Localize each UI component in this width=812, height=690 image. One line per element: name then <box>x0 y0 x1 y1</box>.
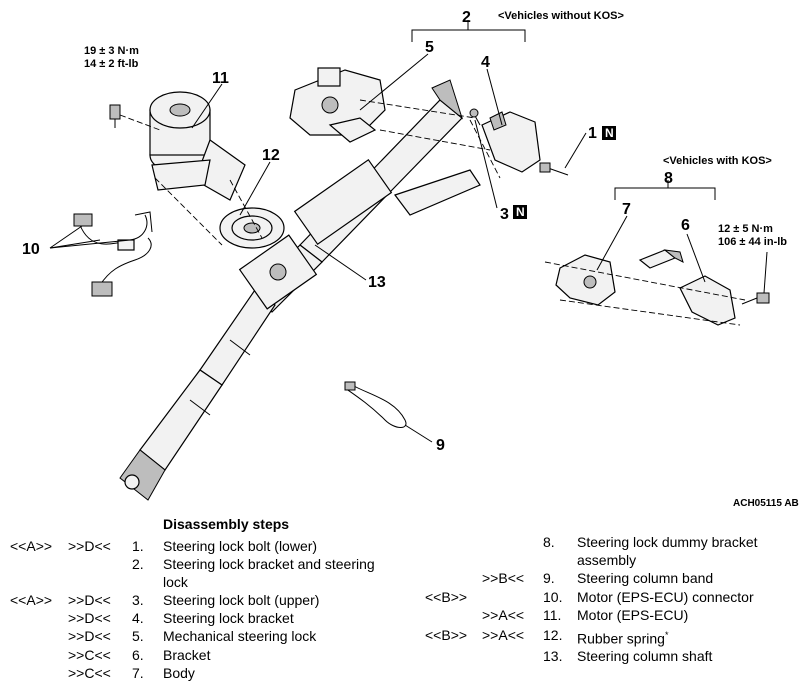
step-row: 8. Steering lock dummy bracket assembly <box>0 533 812 569</box>
callout-1-n-badge <box>602 126 616 140</box>
torque-right-nm: 12 ± 5 N·m <box>718 223 773 235</box>
step-text-footnote-mark: * <box>664 630 669 640</box>
step-row: <<A>> >>D<< 3. Steering lock bolt (upper… <box>0 591 410 609</box>
step-row: <<B>> >>A<< 12. Rubber spring* <box>0 626 812 647</box>
callout-8: 8 <box>664 170 673 187</box>
step-code-b: >>A<< <box>482 607 525 623</box>
step-code-b: >>D<< <box>68 628 111 644</box>
steering-lock-bracket <box>481 111 541 173</box>
step-code-b: >>C<< <box>68 665 111 681</box>
steering-column-band <box>344 381 407 428</box>
leader-lines <box>49 53 768 443</box>
callout-3-n-badge <box>513 205 527 219</box>
step-code-a: <<B>> <box>425 589 468 605</box>
step-text: Steering lock dummy bracket assembly <box>577 534 758 568</box>
step-code-a: <<A>> <box>10 592 53 608</box>
kos-bracket <box>679 275 736 326</box>
rubber-spring <box>219 207 285 249</box>
step-row: <<B>> 10. Motor (EPS-ECU) connector <box>0 588 812 606</box>
callout-12: 12 <box>262 147 280 164</box>
figure-id: ACH05115 AB <box>733 498 799 509</box>
callout-11: 11 <box>212 70 229 87</box>
exploded-view-diagram: 2 5 4 11 1 N 12 8 3 N 7 6 10 13 9 <Vehic… <box>22 9 787 501</box>
step-row: >>D<< 5. Mechanical steering lock <box>0 627 410 645</box>
steering-lock-bolt-upper <box>469 108 481 126</box>
callout-9: 9 <box>436 437 445 454</box>
callout-10: 10 <box>22 241 40 258</box>
step-number: 1. <box>132 538 144 554</box>
step-text: Steering lock bolt (lower) <box>163 538 318 554</box>
steering-lock-bolt-lower <box>539 162 569 176</box>
step-code-b: >>D<< <box>68 610 111 626</box>
step-code-b: >>B<< <box>482 570 525 586</box>
callout-13: 13 <box>368 274 386 291</box>
step-number: 13. <box>543 648 563 664</box>
label-vehicles-with-kos: <Vehicles with KOS> <box>663 155 772 167</box>
step-text: Steering column shaft <box>577 648 713 664</box>
step-row: >>A<< 11. Motor (EPS-ECU) <box>0 606 812 624</box>
step-row: >>B<< 9. Steering column band <box>0 569 812 587</box>
step-number: 8. <box>543 534 555 550</box>
callout-1-n-text: N <box>605 126 614 140</box>
kos-bolt <box>741 292 770 305</box>
step-code-b: >>C<< <box>68 647 111 663</box>
step-number: 6. <box>132 647 144 663</box>
step-text: Body <box>163 665 195 681</box>
step-text: Steering lock bracket <box>163 610 294 626</box>
step-row: >>C<< 7. Body <box>0 664 410 682</box>
disassembly-steps: Disassembly steps <<A>> >>D<< 1. Steerin… <box>0 516 812 690</box>
step-text: Mechanical steering lock <box>163 628 317 644</box>
step-row: 2. Steering lock bracket and steering lo… <box>0 555 410 591</box>
step-text: Steering lock bolt (upper) <box>163 592 320 608</box>
step-number: 9. <box>543 570 555 586</box>
callout-5: 5 <box>425 39 434 56</box>
torque-upper-left-ftlb: 14 ± 2 ft-lb <box>84 58 139 70</box>
step-code-a: <<A>> <box>10 538 53 554</box>
torque-right-inlb: 106 ± 44 in-lb <box>718 236 787 248</box>
step-number: 4. <box>132 610 144 626</box>
steps-title: Disassembly steps <box>163 516 290 532</box>
step-text: Steering column band <box>577 570 714 586</box>
callout-6: 6 <box>681 217 690 234</box>
step-text: Motor (EPS-ECU) <box>577 607 689 623</box>
kos-body <box>555 254 616 306</box>
step-text: Bracket <box>163 647 211 663</box>
mechanical-steering-lock <box>289 67 386 143</box>
step-code-b: >>D<< <box>68 538 111 554</box>
kos-shaft <box>638 249 684 269</box>
callout-4: 4 <box>481 54 490 71</box>
motor-eps-ecu <box>149 91 246 201</box>
step-code-a: <<B>> <box>425 627 468 643</box>
callout-1: 1 <box>588 125 597 142</box>
step-row: <<A>> >>D<< 1. Steering lock bolt (lower… <box>0 537 410 555</box>
assembly-guide-lines <box>119 99 746 326</box>
step-number: 7. <box>132 665 144 681</box>
group-bracket-8 <box>614 180 716 200</box>
motor-connector-harness <box>73 211 153 297</box>
label-vehicles-without-kos: <Vehicles without KOS> <box>498 10 624 22</box>
steering-column-shaft <box>119 79 481 501</box>
step-text: Rubber spring* <box>577 626 807 648</box>
torque-upper-left-nm: 19 ± 3 N·m <box>84 45 139 57</box>
step-row: 13. Steering column shaft <box>0 647 812 665</box>
callout-3: 3 <box>500 206 509 223</box>
step-row: >>C<< 6. Bracket <box>0 646 410 664</box>
step-number: 2. <box>132 556 144 572</box>
step-code-b: >>A<< <box>482 627 525 643</box>
motor-mount-bolt <box>109 104 121 128</box>
step-number: 11. <box>543 607 562 623</box>
callout-2: 2 <box>462 9 471 26</box>
callout-7: 7 <box>622 201 631 218</box>
step-text: Motor (EPS-ECU) connector <box>577 589 754 605</box>
step-number: 5. <box>132 628 144 644</box>
callout-3-n-text: N <box>516 205 525 219</box>
step-number: 12. <box>543 627 563 643</box>
step-number: 10. <box>543 589 563 605</box>
step-text: Steering lock bracket and steering lock <box>163 556 375 590</box>
step-text-main: Rubber spring <box>577 630 665 647</box>
step-row: >>D<< 4. Steering lock bracket <box>0 609 410 627</box>
step-number: 3. <box>132 592 144 608</box>
step-code-b: >>D<< <box>68 592 111 608</box>
group-bracket-2 <box>411 20 526 42</box>
